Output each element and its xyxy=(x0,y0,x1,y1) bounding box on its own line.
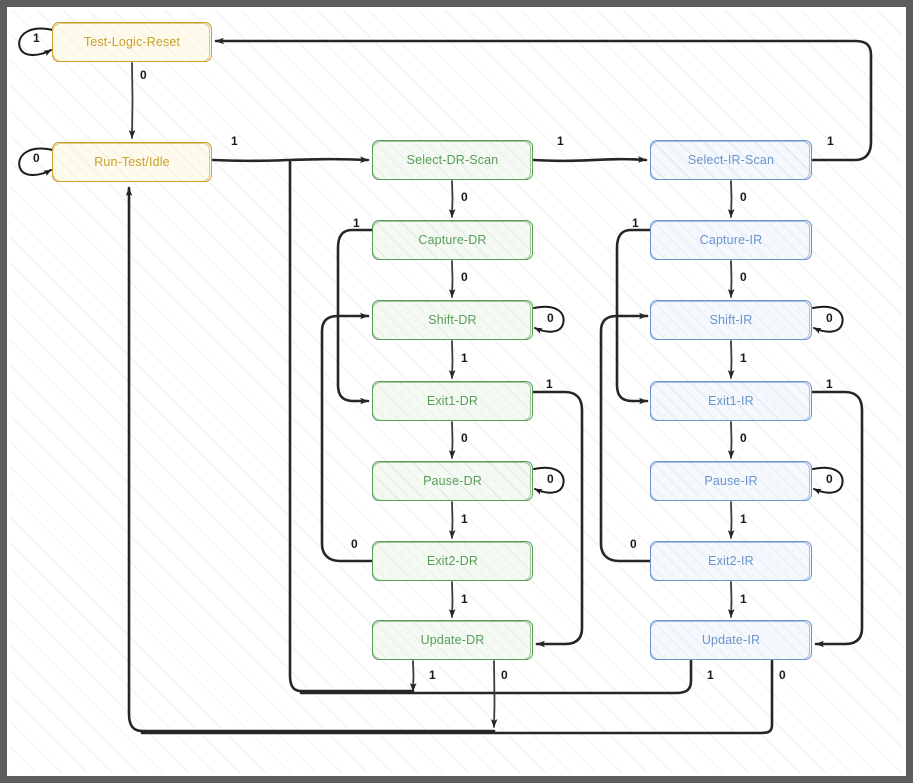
edge-label-tlr-rti: 0 xyxy=(140,68,147,82)
edge-pause-ir-self-0 xyxy=(812,466,844,495)
state-capture-ir[interactable]: Capture-IR xyxy=(650,220,812,260)
edge-cdr-to-sdr-0 xyxy=(448,260,456,298)
edge-label-e1ir-pir: 0 xyxy=(740,431,747,445)
edge-rti-to-sds-1 xyxy=(211,156,370,163)
edge-label-e1ir-uir: 1 xyxy=(826,377,833,391)
edge-label-pdr-self: 0 xyxy=(547,472,554,486)
edge-label-pir-e2ir: 1 xyxy=(740,512,747,526)
state-label: Test-Logic-Reset xyxy=(83,35,181,49)
edge-udr-to-rti-0 xyxy=(125,186,498,733)
state-label: Capture-DR xyxy=(418,233,487,247)
edge-e2ir-to-uir-1 xyxy=(727,581,735,618)
edge-label-pir-self: 0 xyxy=(826,472,833,486)
state-exit2-ir[interactable]: Exit2-IR xyxy=(650,541,812,581)
edge-label-cir-e1ir: 1 xyxy=(632,216,639,230)
edge-sis-to-cir-0 xyxy=(727,180,735,218)
edge-label-sis-tlr: 1 xyxy=(827,134,834,148)
edge-udr-to-sds-1 xyxy=(288,160,417,693)
edge-label-udr-rti: 0 xyxy=(501,668,508,682)
edge-label-sir-self: 0 xyxy=(826,311,833,325)
state-update-dr[interactable]: Update-DR xyxy=(372,620,533,660)
edge-shift-ir-self-0 xyxy=(812,305,844,334)
edge-e2dr-to-sdr-0 xyxy=(320,312,374,563)
state-label: Pause-DR xyxy=(423,474,482,488)
edge-e1ir-to-pir-0 xyxy=(727,421,735,459)
edge-pause-dr-self-0 xyxy=(533,466,565,495)
edge-tlr-self-1 xyxy=(18,27,54,56)
edge-label-udr-sds: 1 xyxy=(429,668,436,682)
state-exit1-ir[interactable]: Exit1-IR xyxy=(650,381,812,421)
edge-label-pdr-e2dr: 1 xyxy=(461,512,468,526)
state-label: Update-IR xyxy=(701,633,761,647)
edge-rti-self-0 xyxy=(18,147,54,176)
state-label: Exit1-IR xyxy=(708,394,754,408)
state-label: Exit1-DR xyxy=(426,394,479,408)
state-exit1-dr[interactable]: Exit1-DR xyxy=(372,381,533,421)
state-select-dr-scan[interactable]: Select-DR-Scan xyxy=(372,140,533,180)
edge-label-e1dr-udr: 1 xyxy=(546,377,553,391)
state-capture-dr[interactable]: Capture-DR xyxy=(372,220,533,260)
edge-e1ir-to-uir-1 xyxy=(811,390,864,648)
state-select-ir-scan[interactable]: Select-IR-Scan xyxy=(650,140,812,180)
edge-cir-to-sir-0 xyxy=(727,260,735,298)
edge-label-sds-cdr: 0 xyxy=(461,190,468,204)
edge-label-e1dr-pdr: 0 xyxy=(461,431,468,445)
edge-label-cir-sir: 0 xyxy=(740,270,747,284)
edge-label-tlr-self: 1 xyxy=(33,31,40,45)
edge-sds-to-cdr-0 xyxy=(448,180,456,218)
state-label: Select-DR-Scan xyxy=(406,153,499,167)
state-label: Capture-IR xyxy=(699,233,763,247)
edge-label-sir-e1ir: 1 xyxy=(740,351,747,365)
state-label: Exit2-DR xyxy=(426,554,479,568)
state-label: Run-Test/Idle xyxy=(94,155,170,169)
state-update-ir[interactable]: Update-IR xyxy=(650,620,812,660)
state-exit2-dr[interactable]: Exit2-DR xyxy=(372,541,533,581)
state-label: Select-IR-Scan xyxy=(687,153,775,167)
edge-label-uir-rti: 0 xyxy=(779,668,786,682)
edge-sdr-to-e1dr-1 xyxy=(448,340,456,379)
state-label: Pause-IR xyxy=(704,474,758,488)
state-shift-ir[interactable]: Shift-IR xyxy=(650,300,812,340)
edge-sis-to-tlr-1 xyxy=(214,37,873,162)
state-pause-ir[interactable]: Pause-IR xyxy=(650,461,812,501)
edge-label-sis-cir: 0 xyxy=(740,190,747,204)
state-pause-dr[interactable]: Pause-DR xyxy=(372,461,533,501)
state-label: Update-DR xyxy=(420,633,485,647)
edge-label-sdr-e1dr: 1 xyxy=(461,351,468,365)
state-shift-dr[interactable]: Shift-DR xyxy=(372,300,533,340)
edge-pdr-to-e2dr-1 xyxy=(448,501,456,539)
edge-sir-to-e1ir-1 xyxy=(727,340,735,379)
edge-label-uir-sds: 1 xyxy=(707,668,714,682)
edge-label-rti-self: 0 xyxy=(33,151,40,165)
edge-sds-to-sis-1 xyxy=(532,156,648,163)
edge-label-cdr-sdr: 0 xyxy=(461,270,468,284)
edge-label-rti-sds: 1 xyxy=(231,134,238,148)
state-label: Shift-DR xyxy=(428,313,477,327)
edge-label-sdr-self: 0 xyxy=(547,311,554,325)
edge-e2dr-to-udr-1 xyxy=(448,581,456,618)
edge-e1dr-to-udr-1 xyxy=(532,390,584,648)
edge-label-e2dr-sdr: 0 xyxy=(351,537,358,551)
edge-e1dr-to-pdr-0 xyxy=(448,421,456,459)
edge-pir-to-e2ir-1 xyxy=(727,501,735,539)
edge-label-e2dr-udr: 1 xyxy=(461,592,468,606)
state-test-logic-reset[interactable]: Test-Logic-Reset xyxy=(52,22,212,62)
state-label: Exit2-IR xyxy=(708,554,754,568)
edge-label-e2ir-uir: 1 xyxy=(740,592,747,606)
edge-label-cdr-e1dr: 1 xyxy=(353,216,360,230)
edge-label-e2ir-sir: 0 xyxy=(630,537,637,551)
state-run-test-idle[interactable]: Run-Test/Idle xyxy=(52,142,212,182)
edge-tlr-to-rti-0 xyxy=(128,62,136,139)
edge-uir-to-rti-0 xyxy=(140,659,774,735)
edge-uir-to-sds-1 xyxy=(299,659,693,695)
edge-label-sds-sis: 1 xyxy=(557,134,564,148)
edge-shift-dr-self-0 xyxy=(533,305,565,334)
state-label: Shift-IR xyxy=(709,313,753,327)
edge-e2ir-to-sir-0 xyxy=(599,312,652,563)
